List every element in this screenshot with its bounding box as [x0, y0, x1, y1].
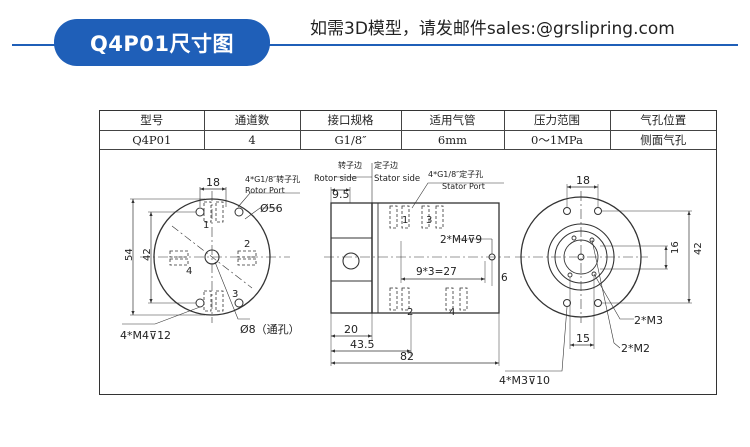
- value-cell: 侧面气孔: [609, 129, 716, 150]
- dim-82: 82: [400, 350, 414, 363]
- dim-6: 6: [501, 272, 508, 284]
- dim-54: 54: [124, 248, 135, 261]
- technical-drawing: 18 4*G1/8″转子孔 Rotor Port Ø56 54 42 1 2 3…: [120, 160, 704, 387]
- rotor-port-note-en: Rotor Port: [245, 186, 285, 195]
- front-view-labels: 18 4*G1/8″转子孔 Rotor Port Ø56 54 42 1 2 3…: [120, 174, 300, 342]
- front-view: [122, 187, 300, 325]
- stator-body: [371, 202, 500, 314]
- rotor-side-label: 转子边: [338, 160, 362, 170]
- side-view: [324, 163, 510, 366]
- port-label: 1: [402, 215, 408, 226]
- m2-note: 2*M2: [621, 342, 650, 355]
- dim-43-5: 43.5: [350, 338, 375, 351]
- rotor-body: [330, 202, 373, 314]
- rear-view: [505, 184, 692, 372]
- mount-hole-note: 4*M4⊽12: [120, 329, 171, 342]
- tap-note: 2*M4⊽9: [440, 234, 482, 246]
- drawing-sheet: 型号 通道数 接口规格 适用气管 压力范围 气孔位置 Q4P01 4 G1/8″…: [99, 110, 717, 395]
- dim-15: 15: [576, 332, 590, 345]
- rotor-side-label-en: Rotor side: [314, 174, 357, 184]
- center-bore: [204, 249, 220, 265]
- stator-side-label-en: Stator side: [374, 174, 420, 184]
- dim-42-front: 42: [142, 248, 153, 261]
- bore-note: Ø8（通孔）: [240, 323, 300, 336]
- dim-42-rear: 42: [693, 242, 704, 255]
- m3-depth-note: 4*M3⊽10: [499, 374, 550, 387]
- port-label: 1: [203, 220, 209, 231]
- stator-side-label: 定子边: [374, 160, 398, 170]
- dim-18-rear: 18: [576, 174, 590, 187]
- dim-pitch: 9*3=27: [416, 266, 457, 278]
- dim-dia-56: Ø56: [260, 202, 283, 215]
- contact-email-note: 如需3D模型，请发邮件sales:@grslipring.com: [310, 19, 675, 39]
- m3-note: 2*M3: [634, 314, 663, 327]
- port-label: 4: [449, 307, 455, 318]
- rotor-port-note: 4*G1/8″转子孔: [245, 174, 300, 184]
- header-cell: 接口规格: [299, 111, 402, 131]
- rear-view-labels: 18 16 42 15 2*M3 2*M2 4*M3⊽10: [499, 174, 704, 387]
- header-rule: [12, 44, 738, 46]
- dim-18-front: 18: [206, 176, 220, 189]
- port-label: 3: [232, 289, 238, 300]
- spec-table-row: Q4P01 4 G1/8″ 6mm 0～1MPa 侧面气孔: [100, 129, 716, 150]
- port-label: 2: [407, 307, 413, 318]
- port-label: 4: [186, 266, 192, 277]
- port-label: 2: [244, 239, 250, 250]
- value-cell: G1/8″: [299, 129, 402, 150]
- page-title: Q4P01尺寸图: [54, 19, 270, 66]
- stator-port-note-en: Stator Port: [442, 182, 485, 191]
- value-cell: 0～1MPa: [503, 129, 611, 150]
- side-view-labels: 转子边 定子边 Rotor side Stator side 4*G1/8″定子…: [314, 160, 508, 363]
- dim-20: 20: [344, 323, 358, 336]
- dim-9-5: 9.5: [332, 188, 350, 201]
- value-cell: 6mm: [400, 129, 505, 150]
- dim-16: 16: [670, 241, 681, 254]
- spec-table: 型号 通道数 接口规格 适用气管 压力范围 气孔位置 Q4P01 4 G1/8″…: [100, 111, 716, 150]
- port-label: 3: [426, 215, 432, 226]
- stator-port-note: 4*G1/8″定子孔: [428, 169, 483, 179]
